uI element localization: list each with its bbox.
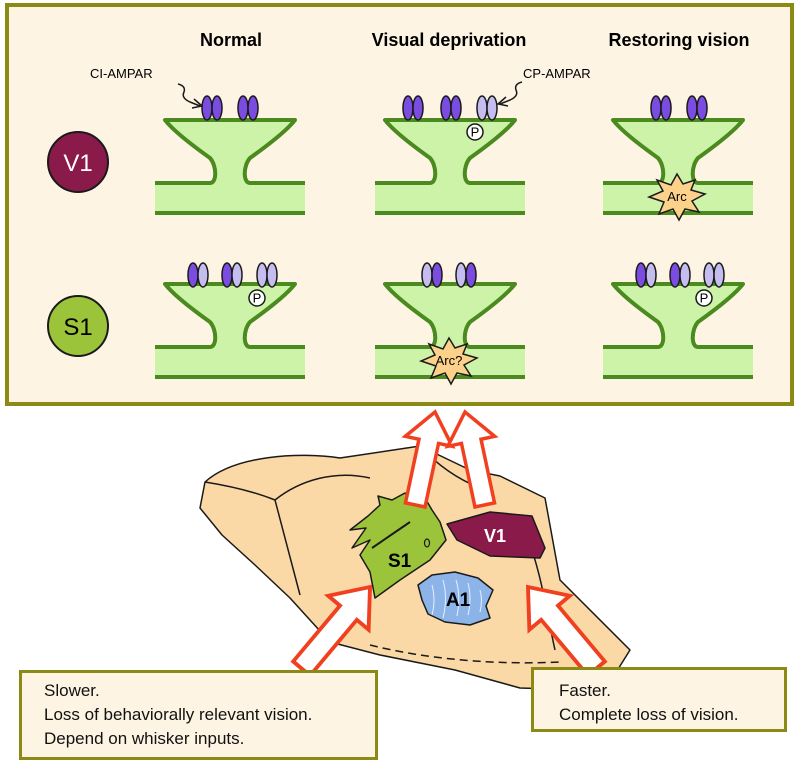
svg-text:P: P — [471, 125, 480, 140]
arc-burst-icon: Arc? — [418, 336, 479, 386]
column-title-visual-deprivation: Visual deprivation — [372, 30, 527, 50]
svg-text:P: P — [253, 291, 262, 306]
right-note-box: Faster. Complete loss of vision. — [531, 667, 787, 732]
svg-text:P: P — [700, 291, 709, 306]
phospho-icon: P — [695, 289, 713, 307]
cp-ampar-label: CP-AMPAR — [523, 66, 591, 81]
column-title-normal: Normal — [200, 30, 262, 50]
row-badge-s1: S1 — [47, 295, 109, 357]
svg-text:Arc?: Arc? — [436, 353, 463, 368]
ci-ampar-pointer-icon — [177, 83, 201, 107]
ci-ampar-label: CI-AMPAR — [90, 66, 153, 81]
right-note-line: Faster. — [559, 681, 611, 700]
cp-ampar-pointer-icon — [499, 81, 523, 105]
svg-text:V1: V1 — [484, 526, 506, 546]
right-note-line: Complete loss of vision. — [559, 705, 739, 724]
region-a1: A1 — [417, 571, 494, 626]
svg-text:S1: S1 — [388, 551, 412, 572]
svg-text:A1: A1 — [446, 590, 471, 611]
left-note-line: Slower. — [44, 681, 100, 700]
phospho-icon: P — [466, 123, 484, 141]
row-badge-v1: V1 — [47, 131, 109, 193]
svg-text:Arc: Arc — [667, 189, 687, 204]
left-note-line: Depend on whisker inputs. — [44, 729, 245, 748]
left-note-line: Loss of behaviorally relevant vision. — [44, 705, 313, 724]
svg-text:S1: S1 — [63, 314, 92, 341]
phospho-icon: P — [248, 289, 266, 307]
arc-burst-icon: Arc — [646, 172, 707, 222]
svg-text:V1: V1 — [63, 150, 92, 177]
region-v1: V1 — [446, 511, 546, 559]
left-note-box: Slower. Loss of behaviorally relevant vi… — [19, 670, 378, 760]
column-title-restoring-vision: Restoring vision — [608, 30, 749, 50]
region-s1: S1 — [349, 492, 447, 599]
